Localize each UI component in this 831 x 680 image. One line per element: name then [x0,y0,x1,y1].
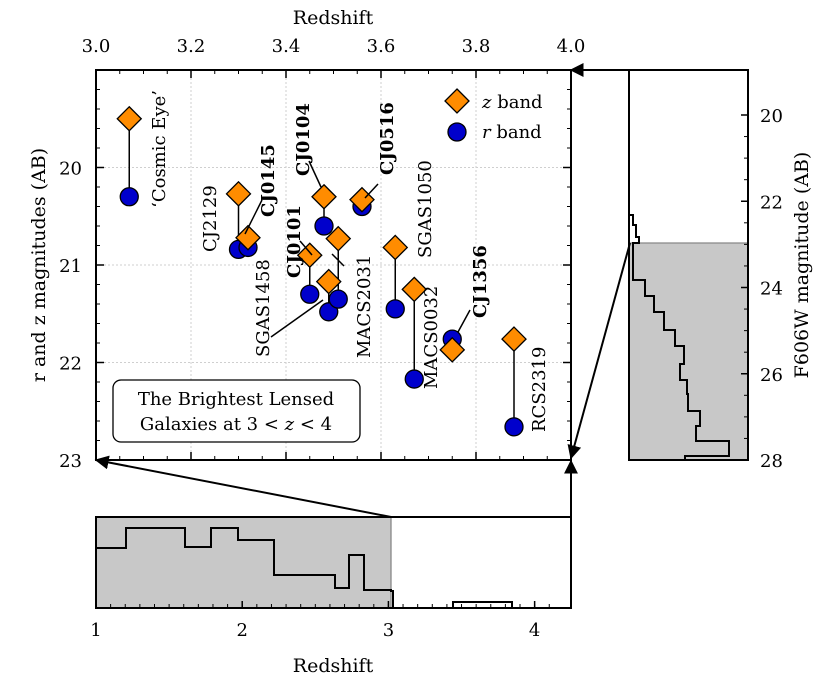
r-band-point [404,369,424,389]
bottom-histogram-panel: 1 2 3 4 Redshift [90,516,572,677]
r-band-point [119,187,139,207]
legend-diamond-marker [444,88,470,114]
top-x-tick-label: 3.4 [272,36,301,57]
object-label: MACS0032 [421,286,442,389]
legend-circle-marker [447,122,467,142]
top-x-tick-label: 3.0 [82,36,111,57]
top-x-tick-label: 3.8 [462,36,491,57]
bottom-x-tick-label: 4 [529,620,540,641]
legend-label-r-band: r band [482,122,542,143]
r-band-point [328,289,348,309]
right-y-axis-label: F606W magnitude (AB) [791,152,813,379]
right-ticks: 20 22 24 26 28 [741,106,783,472]
r-band-point [314,216,334,236]
legend-item-r-band: r band [447,122,542,143]
object-label: SGAS1050 [415,160,436,258]
bottom-x-tick-label: 1 [90,620,101,641]
right-y-tick-label: 20 [760,106,783,127]
right-frame [628,69,749,461]
bottom-x-tick-label: 2 [236,620,247,641]
top-x-axis-label: Redshift [293,7,374,29]
z-band-point [501,326,527,353]
bottom-x-tick-label: 3 [383,620,394,641]
bottom-shaded-region [96,517,391,608]
z-band-point [116,105,143,132]
z-band-point [235,224,261,251]
left-y-tick-label: 23 [59,451,82,472]
bottom-frame [95,516,572,609]
top-x-tick-label: 3.6 [367,36,396,57]
right-histogram-step [629,214,730,460]
object-label: MACS2031 [354,255,375,358]
left-y-tick-label: 21 [59,256,82,277]
annotation-box: The Brightest Lensed Galaxies at 3 < z <… [112,379,361,443]
object-label: CJ1356 [470,245,491,318]
annotation-box-frame [112,379,361,443]
z-band-point [325,225,352,252]
bottom-ticks: 1 2 3 4 [90,601,550,641]
right-y-tick-label: 24 [760,279,783,300]
label-leader-line [299,240,313,256]
object-label: CJ0101 [284,205,305,278]
main-panel: 3.0 3.2 3.4 3.6 3.8 4.0 20 21 22 23 ‘Cosmic Eye’ C… [28,7,585,472]
z-band-point [225,180,252,207]
right-y-tick-label: 28 [760,451,783,472]
object-label: CJ2129 [200,185,221,252]
left-y-tick-label: 20 [59,159,82,180]
z-band-point [401,276,428,303]
legend-item-z-band: z band [444,88,543,114]
annotation-line-1: The Brightest Lensed [138,389,334,410]
r-band-point [300,284,320,304]
object-label: SGAS1458 [253,259,274,357]
main-markers [116,105,527,437]
label-leader-line [308,160,322,188]
r-band-point [385,299,405,319]
r-band-point [504,417,524,437]
label-leader-line [457,309,471,333]
right-shaded-region [629,243,748,460]
right-y-tick-label: 22 [760,192,783,213]
object-label: ‘Cosmic Eye’ [149,90,170,208]
zoom-arrows [94,63,631,518]
bottom-x-axis-label: Redshift [293,655,374,677]
object-label: CJ0104 [293,103,314,176]
label-leader-line [331,253,345,267]
main-ticks: 3.0 3.2 3.4 3.6 3.8 4.0 20 21 22 23 [59,36,585,472]
object-label: CJ0516 [377,102,398,175]
z-band-point [315,268,342,295]
label-leader-line [244,199,263,235]
legend: z band r band [444,88,543,143]
left-y-tick-label: 22 [59,354,82,375]
z-band-point [311,183,337,210]
arrow-right-mid-to-main [567,242,631,460]
top-x-tick-label: 3.2 [177,36,206,57]
annotation-line-2: Galaxies at 3 < z < 4 [140,414,332,435]
top-x-tick-label: 4.0 [557,36,586,57]
arrow-bottom-left-to-main [94,455,392,518]
label-leader-line [364,183,379,199]
object-label: CJ0145 [258,144,279,217]
label-leader-line [270,299,324,338]
z-band-point [439,336,466,363]
z-band-point [296,242,323,269]
z-band-point [382,234,409,261]
right-histogram-panel: 20 22 24 26 28 F606W magnitude (AB) [628,69,813,472]
main-y-axis-label: r and z magnitudes (AB) [28,148,50,382]
right-y-tick-label: 26 [760,365,783,386]
legend-label-z-band: z band [481,92,543,113]
object-label: RCS2319 [529,347,550,432]
